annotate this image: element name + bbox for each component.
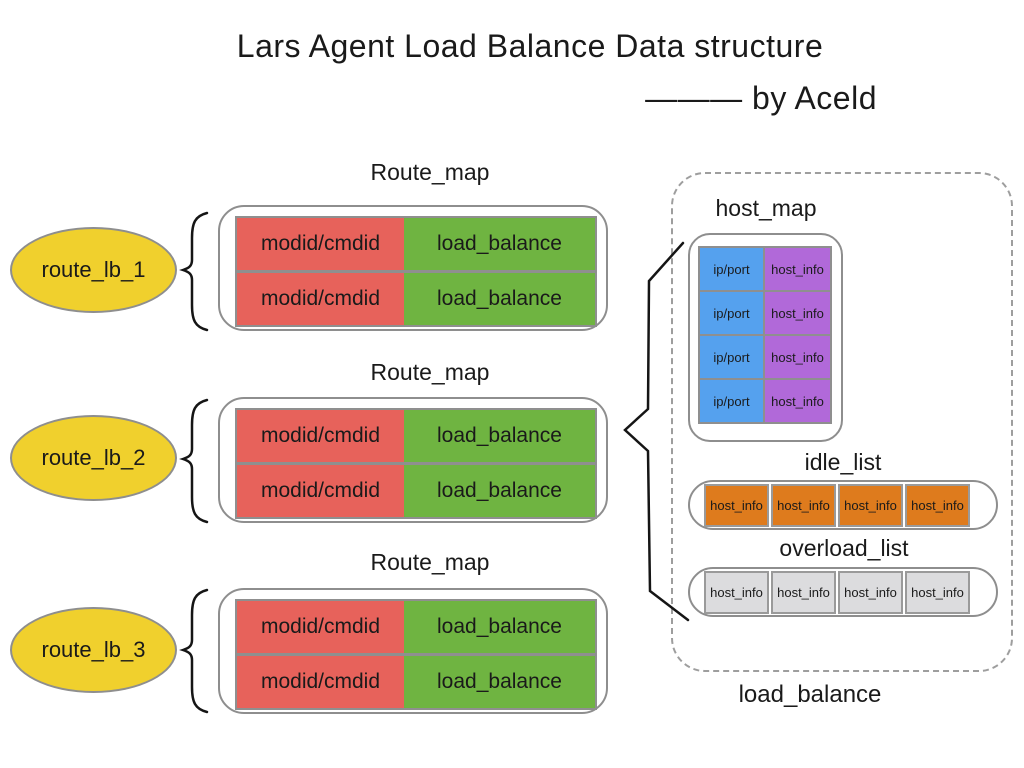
route-map-table-1: modid/cmdid load_balance modid/cmdid loa… [235,216,597,327]
host-info-cell: host_info [771,570,836,614]
route-map-table-2: modid/cmdid load_balance modid/cmdid loa… [235,408,597,519]
ip-port-cell: ip/port [700,336,763,378]
page-byline: ——— by Aceld [645,80,877,116]
ip-port-cell: ip/port [700,380,763,422]
table-row: ip/port host_info [700,336,830,378]
curly-brace-icon [179,398,209,524]
load-balance-cell: load_balance [404,656,595,708]
modid-cmdid-cell: modid/cmdid [237,273,404,325]
curly-brace-icon [179,588,209,714]
route-lb-3-label: route_lb_3 [41,637,146,662]
host-map-title: host_map [715,195,817,221]
table-row: ip/port host_info [700,292,830,334]
overload-list-pill: host_info host_info host_info host_info [688,567,998,617]
host-info-cell: host_info [704,570,769,614]
page-title: Lars Agent Load Balance Data structure [236,28,824,64]
route-lb-3-ellipse: route_lb_3 [10,607,177,693]
route-map-title-2: Route_map [370,359,490,385]
ip-port-cell: ip/port [700,292,763,334]
host-info-cell: host_info [905,570,970,614]
modid-cmdid-cell: modid/cmdid [237,465,404,517]
host-info-cell: host_info [765,292,830,334]
load-balance-cell: load_balance [404,601,595,653]
route-map-title-3: Route_map [370,549,490,575]
host-info-cell: host_info [838,483,903,527]
idle-list-pill: host_info host_info host_info host_info [688,480,998,530]
host-info-cell: host_info [765,248,830,290]
table-row: modid/cmdid load_balance [237,410,595,462]
load-balance-cell: load_balance [404,465,595,517]
modid-cmdid-cell: modid/cmdid [237,656,404,708]
route-map-table-3: modid/cmdid load_balance modid/cmdid loa… [235,599,597,710]
route-map-box-1: modid/cmdid load_balance modid/cmdid loa… [218,205,608,331]
host-map-box: ip/port host_info ip/port host_info ip/p… [688,233,843,442]
route-map-box-3: modid/cmdid load_balance modid/cmdid loa… [218,588,608,714]
overload-list-title: overload_list [779,535,909,561]
load-balance-caption: load_balance [738,681,882,708]
table-row: modid/cmdid load_balance [237,601,595,653]
ip-port-cell: ip/port [700,248,763,290]
host-info-cell: host_info [771,483,836,527]
table-row: modid/cmdid load_balance [237,273,595,325]
table-row: modid/cmdid load_balance [237,465,595,517]
curly-brace-icon [179,211,209,332]
route-map-box-2: modid/cmdid load_balance modid/cmdid loa… [218,397,608,523]
load-balance-cell: load_balance [404,410,595,462]
modid-cmdid-cell: modid/cmdid [237,218,404,270]
route-lb-1-label: route_lb_1 [41,257,146,282]
table-row: modid/cmdid load_balance [237,656,595,708]
modid-cmdid-cell: modid/cmdid [237,601,404,653]
host-info-cell: host_info [765,336,830,378]
table-row: ip/port host_info [700,248,830,290]
route-lb-2-ellipse: route_lb_2 [10,415,177,501]
route-map-title-1: Route_map [370,159,490,185]
host-info-cell: host_info [905,483,970,527]
route-lb-2-label: route_lb_2 [41,445,146,470]
host-info-cell: host_info [838,570,903,614]
host-map-table: ip/port host_info ip/port host_info ip/p… [698,246,832,424]
load-balance-cell: load_balance [404,218,595,270]
idle-list-title: idle_list [804,449,882,475]
table-row: modid/cmdid load_balance [237,218,595,270]
host-info-cell: host_info [704,483,769,527]
table-row: ip/port host_info [700,380,830,422]
route-lb-1-ellipse: route_lb_1 [10,227,177,313]
load-balance-cell: load_balance [404,273,595,325]
modid-cmdid-cell: modid/cmdid [237,410,404,462]
host-info-cell: host_info [765,380,830,422]
